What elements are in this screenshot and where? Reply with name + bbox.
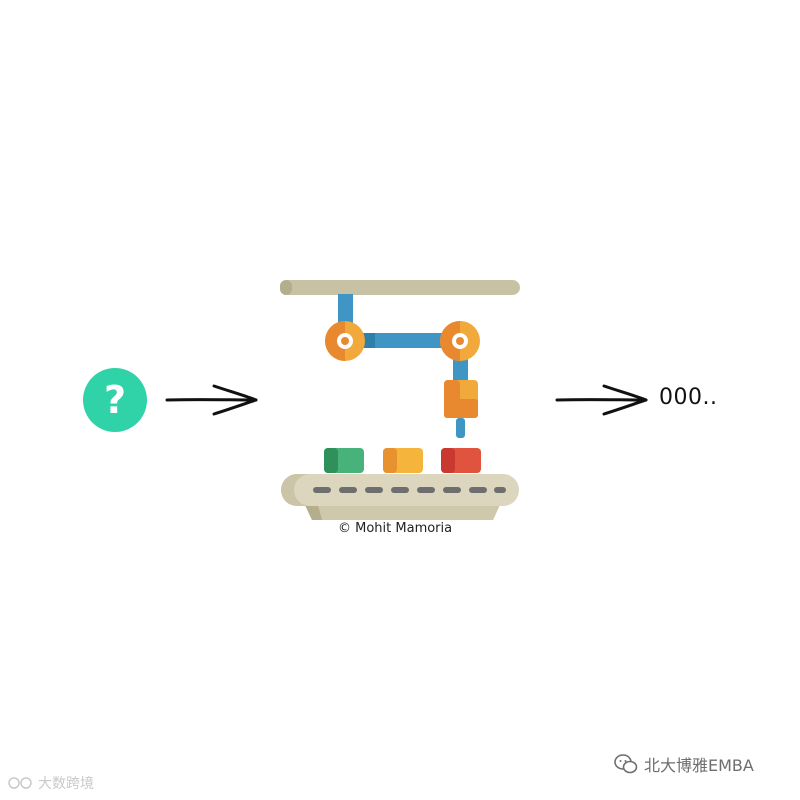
arm-upper-segment (338, 294, 353, 324)
watermark-right-text: 北大博雅EMBA (644, 752, 754, 776)
output-label: 000.. (659, 385, 717, 410)
arm-joint-right (440, 321, 480, 361)
box-yellow (383, 448, 423, 473)
wechat-icon (614, 753, 638, 775)
question-circle-icon: ? (83, 368, 147, 432)
image-credit: © Mohit Mamoria (338, 521, 452, 536)
arm-gripper (444, 380, 478, 438)
conveyor-belt (281, 474, 519, 520)
watermark-logo-icon (8, 776, 34, 790)
arm-joint-left (325, 321, 365, 361)
arrow-right-icon (167, 386, 256, 414)
arrow-right-icon (557, 386, 646, 414)
input-question-mark: ? (104, 378, 126, 422)
watermark-bottom-left: 大数跨境 (8, 773, 94, 793)
box-red (441, 448, 481, 473)
watermark-left-text: 大数跨境 (38, 773, 94, 793)
top-rail (280, 280, 520, 295)
box-green (324, 448, 364, 473)
robotic-arm-conveyor-icon (280, 280, 520, 520)
watermark-bottom-right: 北大博雅EMBA (614, 752, 754, 776)
